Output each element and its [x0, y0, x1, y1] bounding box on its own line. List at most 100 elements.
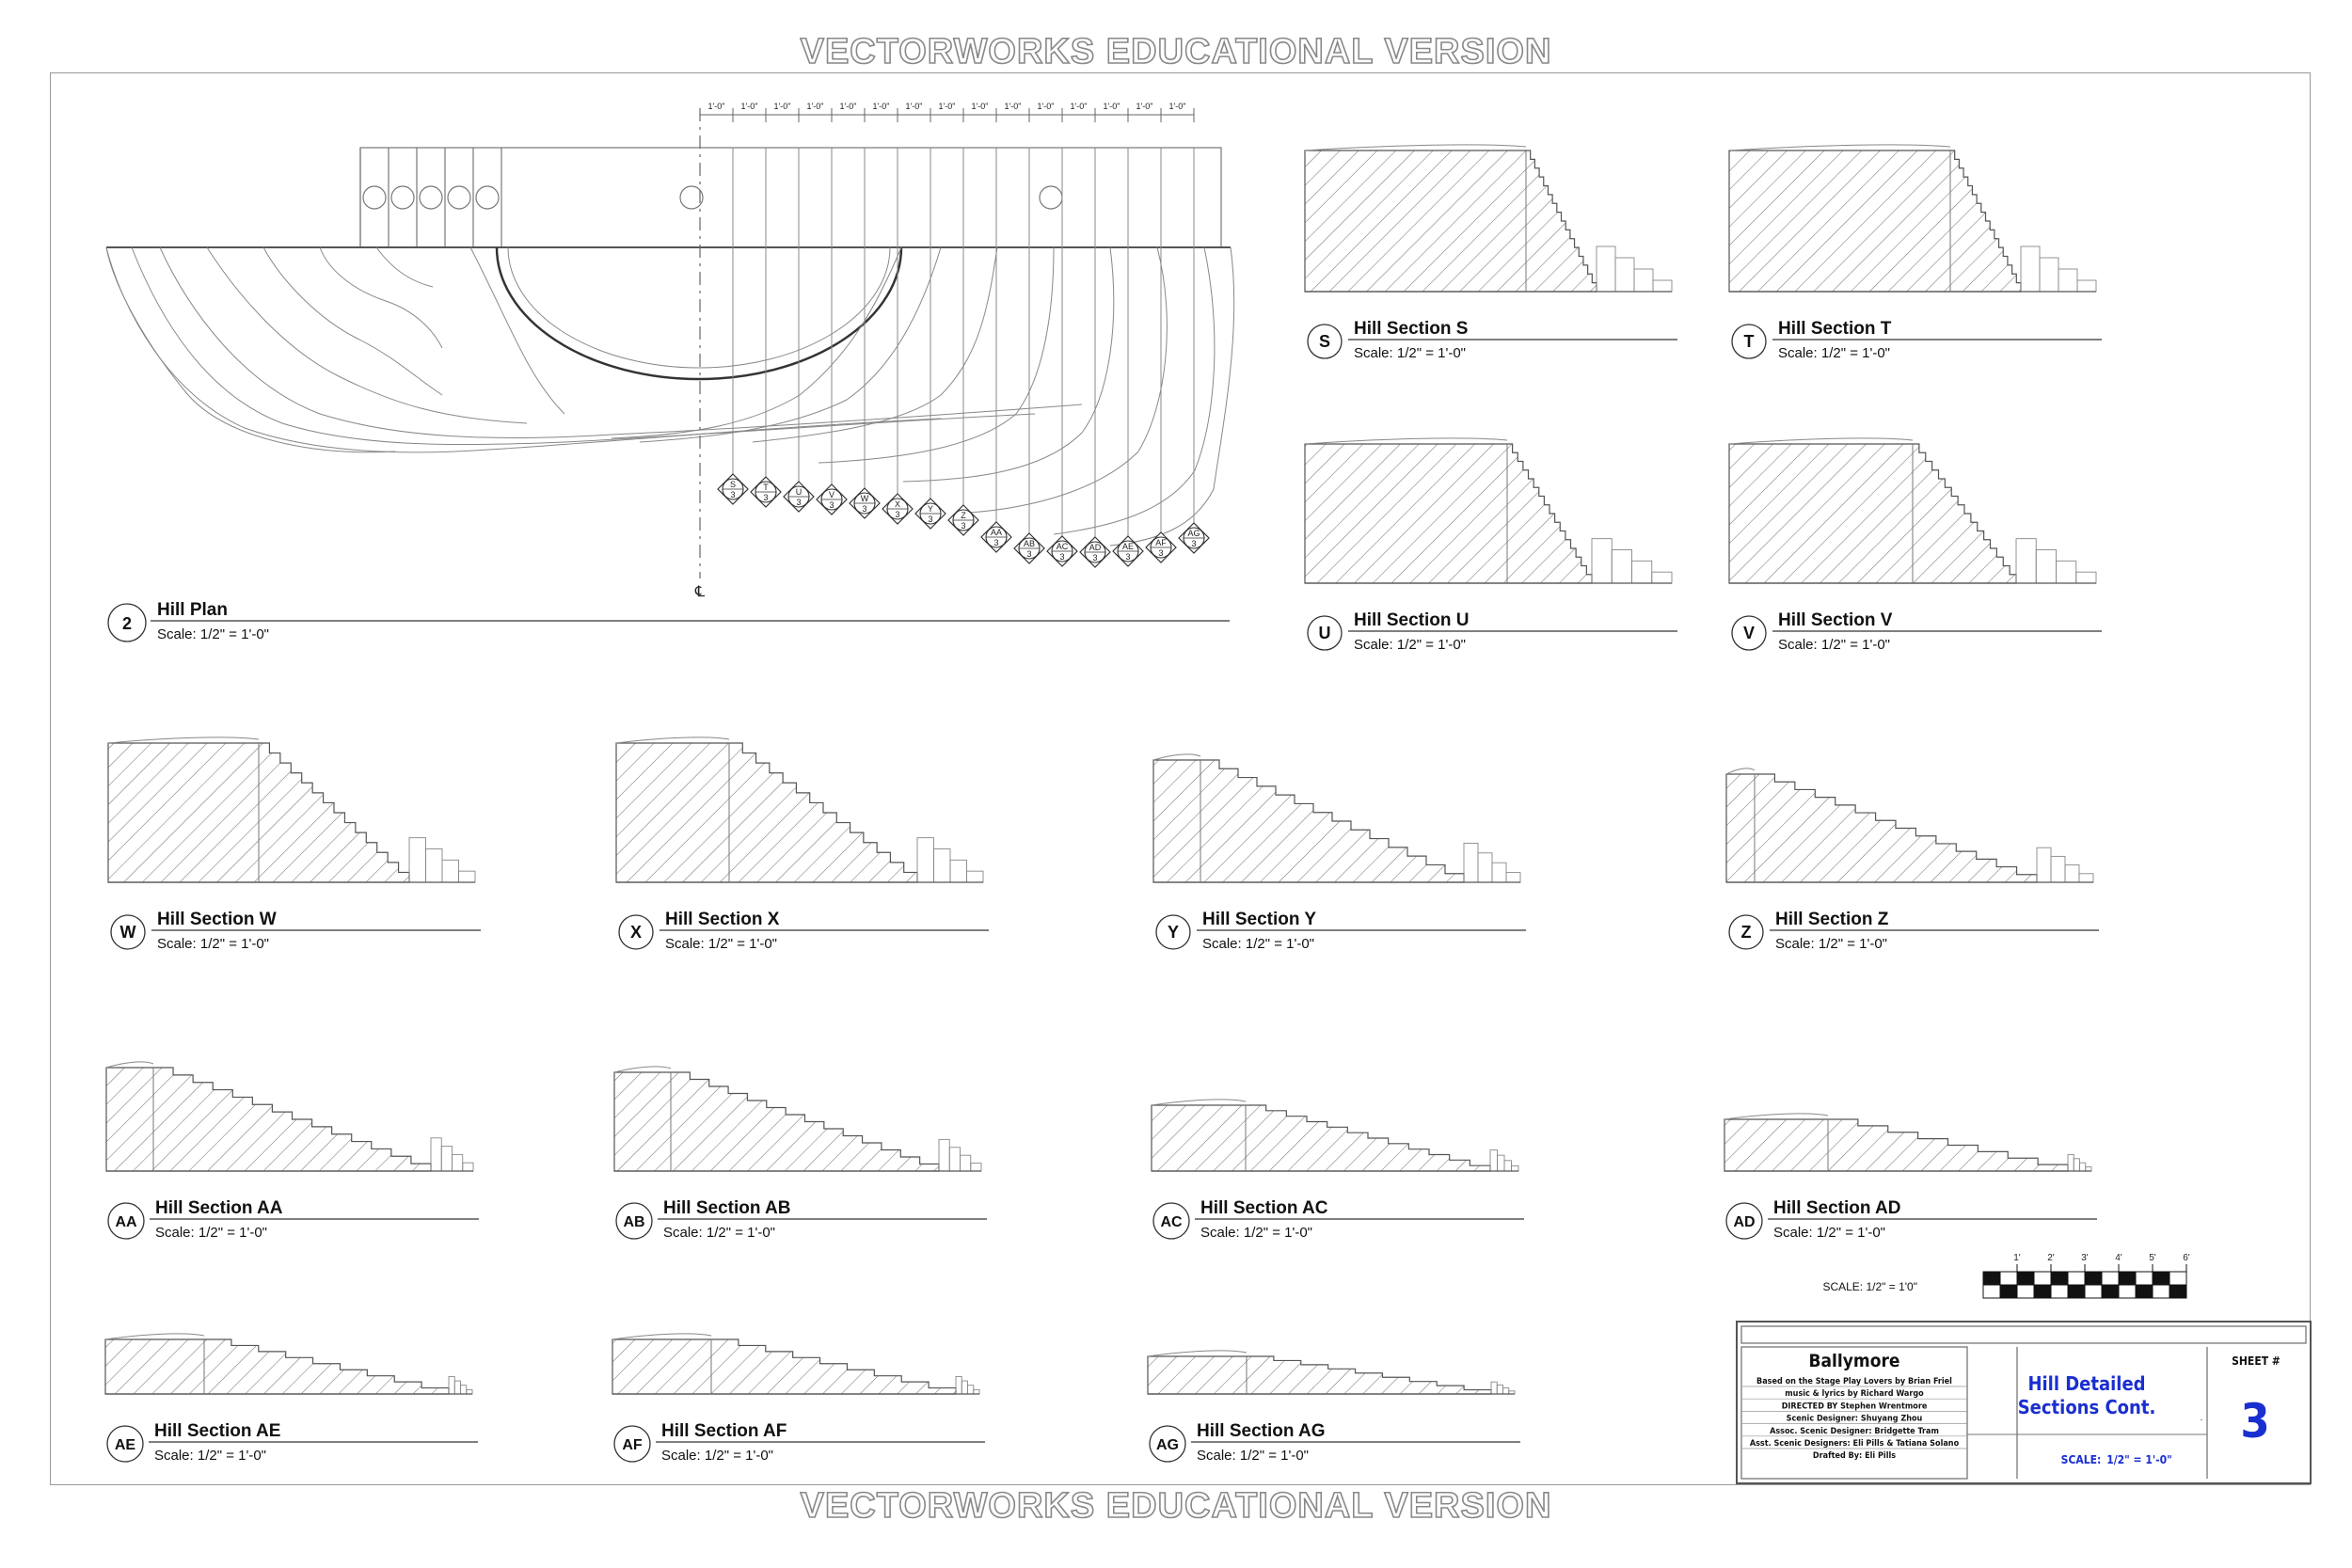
- section-marker-sheet: 3: [1059, 552, 1064, 562]
- section-marker-letter: AG: [1187, 529, 1200, 538]
- title-block-sheet-label: SHEET #: [2232, 1354, 2280, 1368]
- section-marker-t[interactable]: T3: [750, 476, 782, 508]
- section-title: Hill Section U: [1354, 610, 1469, 630]
- section-marker-w[interactable]: W3: [849, 487, 881, 519]
- section-bubble: [1307, 324, 1343, 359]
- section-marker-z[interactable]: Z3: [947, 504, 979, 536]
- watermark-bottom: VECTORWORKS EDUCATIONAL VERSION: [800, 1485, 1552, 1527]
- plan-label: 2 Hill Plan Scale: 1/2" = 1'-0": [107, 600, 1230, 642]
- section-title: Hill Section X: [665, 910, 780, 929]
- section-marker-letter: AC: [1057, 542, 1069, 551]
- section-profile: [1152, 759, 1465, 883]
- dimension-label: 1'-0": [1071, 102, 1088, 111]
- section-marker-sheet: 3: [993, 538, 998, 547]
- section-title: Hill Section Y: [1202, 910, 1316, 929]
- section-bubble: [618, 914, 654, 950]
- section-marker-y[interactable]: Y3: [914, 498, 946, 530]
- section-steps: [938, 1138, 982, 1172]
- section-bubble: [1152, 1202, 1190, 1240]
- scale-bar-tick-label: 1': [2013, 1253, 2021, 1263]
- section-marker-letter: AF: [1155, 538, 1167, 547]
- section-bubble-letter: AF: [622, 1437, 643, 1453]
- section-marker-letter: AD: [1089, 543, 1102, 552]
- plan-seats: [362, 148, 1063, 247]
- title-block: Ballymore Based on the Stage Play Lovers…: [1736, 1321, 2312, 1484]
- section-marker-ab[interactable]: AB3: [1013, 532, 1045, 564]
- section-profile: [1728, 150, 2022, 293]
- section-bubble-letter: X: [630, 923, 642, 942]
- centerline-symbol: ℄: [694, 584, 706, 600]
- section-profile: [1725, 773, 2038, 883]
- dimension-label: 1'-0": [807, 102, 824, 111]
- dimension-label: 1'-0": [1038, 102, 1055, 111]
- section-steps: [1463, 842, 1521, 883]
- section-bubble: [613, 1425, 651, 1463]
- title-block-credit-line: Assoc. Scenic Designer: Bridgette Tram: [1770, 1427, 1939, 1436]
- title-block-credit-line: Scenic Designer: Shuyang Zhou: [1787, 1415, 1923, 1424]
- title-block-sheet-number: 3: [2240, 1394, 2269, 1449]
- sheet-border: [50, 72, 2311, 1485]
- section-title: Hill Section AG: [1197, 1421, 1326, 1441]
- section-marker-ae[interactable]: AE3: [1112, 535, 1144, 567]
- section-marker-af[interactable]: AF3: [1145, 531, 1177, 563]
- section-profile: [1147, 1355, 1492, 1395]
- title-block-sheet-title-line1: Hill Detailed: [2027, 1372, 2145, 1395]
- dimension-label: 1'-0": [906, 102, 923, 111]
- dimension-label: 1'-0": [939, 102, 956, 111]
- plan-dimension-labels: 1'-0" 1'-0" 1'-0" 1'-0" 1'-0" 1'-0" 1'-0" 1'-0"…: [708, 102, 1195, 122]
- section-marker-ag[interactable]: AG3: [1178, 522, 1210, 554]
- section-marker-aa[interactable]: AA3: [980, 521, 1012, 553]
- section-bubble-letter: AA: [115, 1214, 137, 1230]
- section-profile: [613, 1071, 940, 1172]
- section-title: Hill Section W: [157, 910, 277, 929]
- section-profile: [1304, 443, 1593, 584]
- section-bubble: [1725, 1202, 1763, 1240]
- section-marker-u[interactable]: U3: [783, 481, 815, 513]
- section-steps: [448, 1375, 473, 1395]
- section-profile: [105, 1067, 432, 1172]
- section-marker-ad[interactable]: AD3: [1079, 536, 1111, 568]
- title-block-credit-line: Drafted By: Eli Pills: [1813, 1451, 1896, 1461]
- section-marker-letter: W: [861, 494, 869, 503]
- section-marker-letter: V: [829, 490, 834, 499]
- section-marker-letter: U: [796, 487, 803, 497]
- title-block-scale-value: 1/2" = 1'-0": [2106, 1453, 2172, 1466]
- section-scale: Scale: 1/2" = 1'-0": [154, 1448, 266, 1464]
- section-steps: [1596, 245, 1673, 293]
- section-marker-letter: S: [730, 480, 736, 489]
- title-block-sheet-title-line2: Sections Cont.: [2018, 1396, 2156, 1418]
- section-steps: [916, 837, 984, 883]
- section-profile: [1728, 443, 2017, 584]
- title-block-credit-line: Asst. Scenic Designers: Eli Pills & Tati…: [1750, 1439, 1960, 1449]
- section-marker-letter: Z: [961, 511, 966, 520]
- section-steps: [1489, 1149, 1519, 1172]
- section-scale: Scale: 1/2" = 1'-0": [1775, 936, 1887, 952]
- section-scale: Scale: 1/2" = 1'-0": [661, 1448, 773, 1464]
- section-marker-x[interactable]: X3: [882, 493, 914, 525]
- dimension-label: 1'-0": [873, 102, 890, 111]
- section-profile: [615, 742, 918, 883]
- section-bubble-letter: V: [1743, 624, 1755, 642]
- scale-bar-tick-label: 6': [2183, 1253, 2190, 1263]
- section-marker-ac[interactable]: AC3: [1046, 535, 1078, 567]
- dimension-label: 1'-0": [972, 102, 989, 111]
- section-marker-s[interactable]: S3: [717, 473, 749, 505]
- section-marker-letter: T: [763, 483, 769, 492]
- dimension-label: 1'-0": [840, 102, 857, 111]
- title-block-scale-label: SCALE:: [2061, 1453, 2102, 1466]
- title-block-show: Ballymore: [1809, 1351, 1900, 1371]
- section-title: Hill Section T: [1778, 319, 1892, 339]
- section-marker-letter: X: [895, 499, 900, 509]
- section-marker-v[interactable]: V3: [816, 483, 848, 515]
- section-title: Hill Section V: [1778, 610, 1893, 630]
